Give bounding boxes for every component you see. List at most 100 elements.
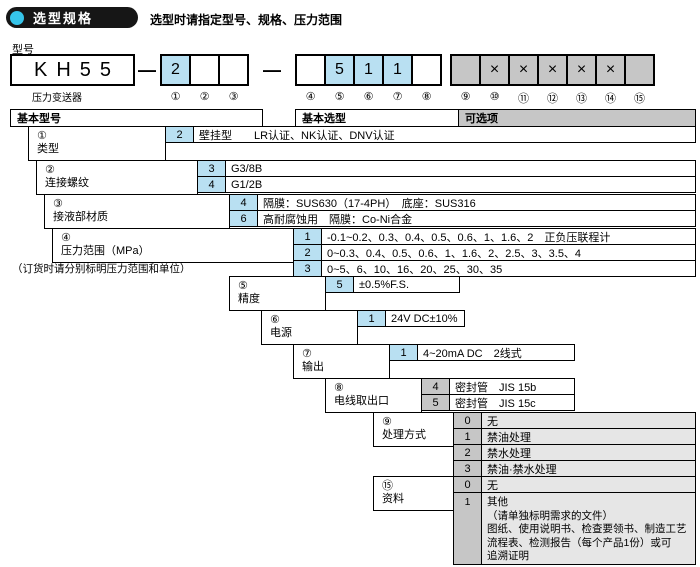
model-digit-group-2: 5 1 1 xyxy=(295,54,442,86)
option-desc: 4~20mA DC 2线式 xyxy=(417,344,575,361)
category-num: ③ xyxy=(53,198,63,210)
category-label-output: ⑦ 输出 xyxy=(293,344,390,379)
option-desc: 禁水处理 xyxy=(481,444,696,461)
model-digit-group-1: 2 xyxy=(160,54,249,86)
option-code: 4 xyxy=(197,176,226,193)
option-desc: 高耐腐蚀用 隔膜：Co-Ni合金 xyxy=(257,210,696,227)
option-code: 4 xyxy=(421,378,450,395)
category-num: ② xyxy=(45,164,55,176)
position-number: ③ xyxy=(228,91,239,103)
model-digit-box: 1 xyxy=(382,54,413,86)
position-number-group-2: ④ ⑤ ⑥ ⑦ ⑧ xyxy=(295,90,442,103)
section-bullet-icon xyxy=(10,10,24,25)
section-subtitle: 选型时请指定型号、规格、压力范围 xyxy=(150,13,343,27)
category-label-treatment: ⑨ 处理方式 xyxy=(373,412,454,447)
category-num: ⑨ xyxy=(382,416,392,428)
model-digit-box: × xyxy=(566,54,597,86)
option-desc: ±0.5%F.S. xyxy=(353,276,460,293)
position-number: ⑮ xyxy=(634,93,645,105)
option-code: 0 xyxy=(453,412,482,429)
option-desc: 24V DC±10% xyxy=(385,310,465,327)
category-label-documents: ⑮ 资料 xyxy=(373,476,454,511)
position-number: ⑩ xyxy=(489,91,500,103)
option-code: 1 xyxy=(389,344,418,361)
model-digit-box: 5 xyxy=(324,54,355,86)
model-separator: — xyxy=(263,59,281,80)
model-separator: — xyxy=(138,59,156,80)
position-number-group-1: ① ② ③ xyxy=(160,90,249,103)
option-desc: G3/8B xyxy=(225,160,696,177)
option-code: 1 xyxy=(453,428,482,445)
option-desc: 密封管 JIS 15c xyxy=(449,394,575,411)
option-code: 5 xyxy=(325,276,354,293)
category-label-wetted-material: ③ 接液部材质 xyxy=(44,194,230,229)
category-name: 精度 xyxy=(238,293,260,305)
category-num: ① xyxy=(37,130,47,142)
option-code: 2 xyxy=(293,244,322,261)
category-num: ⑤ xyxy=(238,280,248,292)
category-name: 电线取出口 xyxy=(334,395,389,407)
category-num: ⑮ xyxy=(382,480,393,492)
option-desc: 0~0.3、0.4、0.5、0.6、1、1.6、2、2.5、3、3.5、4 xyxy=(321,244,696,261)
option-code: 4 xyxy=(229,194,258,211)
section-title-bar: 选型规格 xyxy=(6,7,138,28)
model-prefix-box: KH55 xyxy=(10,54,135,86)
option-desc: G1/2B xyxy=(225,176,696,193)
category-label-thread: ② 连接螺纹 xyxy=(36,160,198,195)
model-digit-box: × xyxy=(479,54,510,86)
header-basic-selection: 基本选型 xyxy=(295,109,459,127)
option-desc: 禁油处理 xyxy=(481,428,696,445)
position-number: ⑪ xyxy=(518,93,529,105)
category-name: 电源 xyxy=(270,327,292,339)
position-number: ⑧ xyxy=(421,91,432,103)
model-field-label: 型号 xyxy=(12,44,34,56)
option-desc: 密封管 JIS 15b xyxy=(449,378,575,395)
option-code: 2 xyxy=(453,444,482,461)
section-title: 选型规格 xyxy=(33,11,94,26)
model-digit-box xyxy=(624,54,655,86)
category-num: ⑦ xyxy=(302,348,312,360)
model-digit-box: × xyxy=(537,54,568,86)
option-code: 2 xyxy=(165,126,194,143)
category-name: 连接螺纹 xyxy=(45,177,89,189)
category-name: 压力范围（MPa） xyxy=(61,245,150,257)
category-label-pressure-range: ④ 压力范围（MPa） xyxy=(52,228,294,263)
option-code: 6 xyxy=(229,210,258,227)
option-code: 1 xyxy=(293,228,322,245)
category-num: ④ xyxy=(61,232,71,244)
position-number: ⑥ xyxy=(363,91,374,103)
model-digit-box xyxy=(189,54,220,86)
category-num: ⑥ xyxy=(270,314,280,326)
category-label-power: ⑥ 电源 xyxy=(261,310,358,345)
option-desc: 其他 （请单独标明需求的文件） 图纸、使用说明书、检查要领书、制造工艺 流程表、… xyxy=(481,492,696,565)
header-basic-model: 基本型号 xyxy=(10,109,263,127)
position-number: ② xyxy=(199,91,210,103)
category-name: 输出 xyxy=(302,361,324,373)
category-name: 资料 xyxy=(382,493,404,505)
option-desc: 壁挂型 LR认证、NK认证、DNV认证 xyxy=(193,126,696,143)
model-prefix-caption: 压力变送器 xyxy=(32,93,82,104)
option-desc: -0.1~0.2、0.3、0.4、0.5、0.6、1、1.6、2 正负压联程计 xyxy=(321,228,696,245)
model-digit-group-optional: × × × × × xyxy=(450,54,655,86)
option-code: 5 xyxy=(421,394,450,411)
model-digit-box: 1 xyxy=(353,54,384,86)
position-number: ⑫ xyxy=(547,93,558,105)
category-name: 处理方式 xyxy=(382,429,426,441)
category-name: 接液部材质 xyxy=(53,211,108,223)
option-desc: 隔膜：SUS630（17-4PH） 底座：SUS316 xyxy=(257,194,696,211)
option-desc: 无 xyxy=(481,476,696,493)
position-number: ④ xyxy=(305,91,316,103)
category-label-type: ① 类型 xyxy=(28,126,166,161)
position-number: ⑤ xyxy=(334,91,345,103)
option-code: 0 xyxy=(453,476,482,493)
model-digit-box: 2 xyxy=(160,54,191,86)
header-optional: 可选项 xyxy=(458,109,696,127)
model-digit-box xyxy=(218,54,249,86)
category-label-cable-outlet: ⑧ 电线取出口 xyxy=(325,378,422,413)
position-number: ① xyxy=(170,91,181,103)
category-num: ⑧ xyxy=(334,382,344,394)
option-code: 1 xyxy=(453,492,482,565)
model-digit-box: × xyxy=(595,54,626,86)
position-number: ⑬ xyxy=(576,93,587,105)
